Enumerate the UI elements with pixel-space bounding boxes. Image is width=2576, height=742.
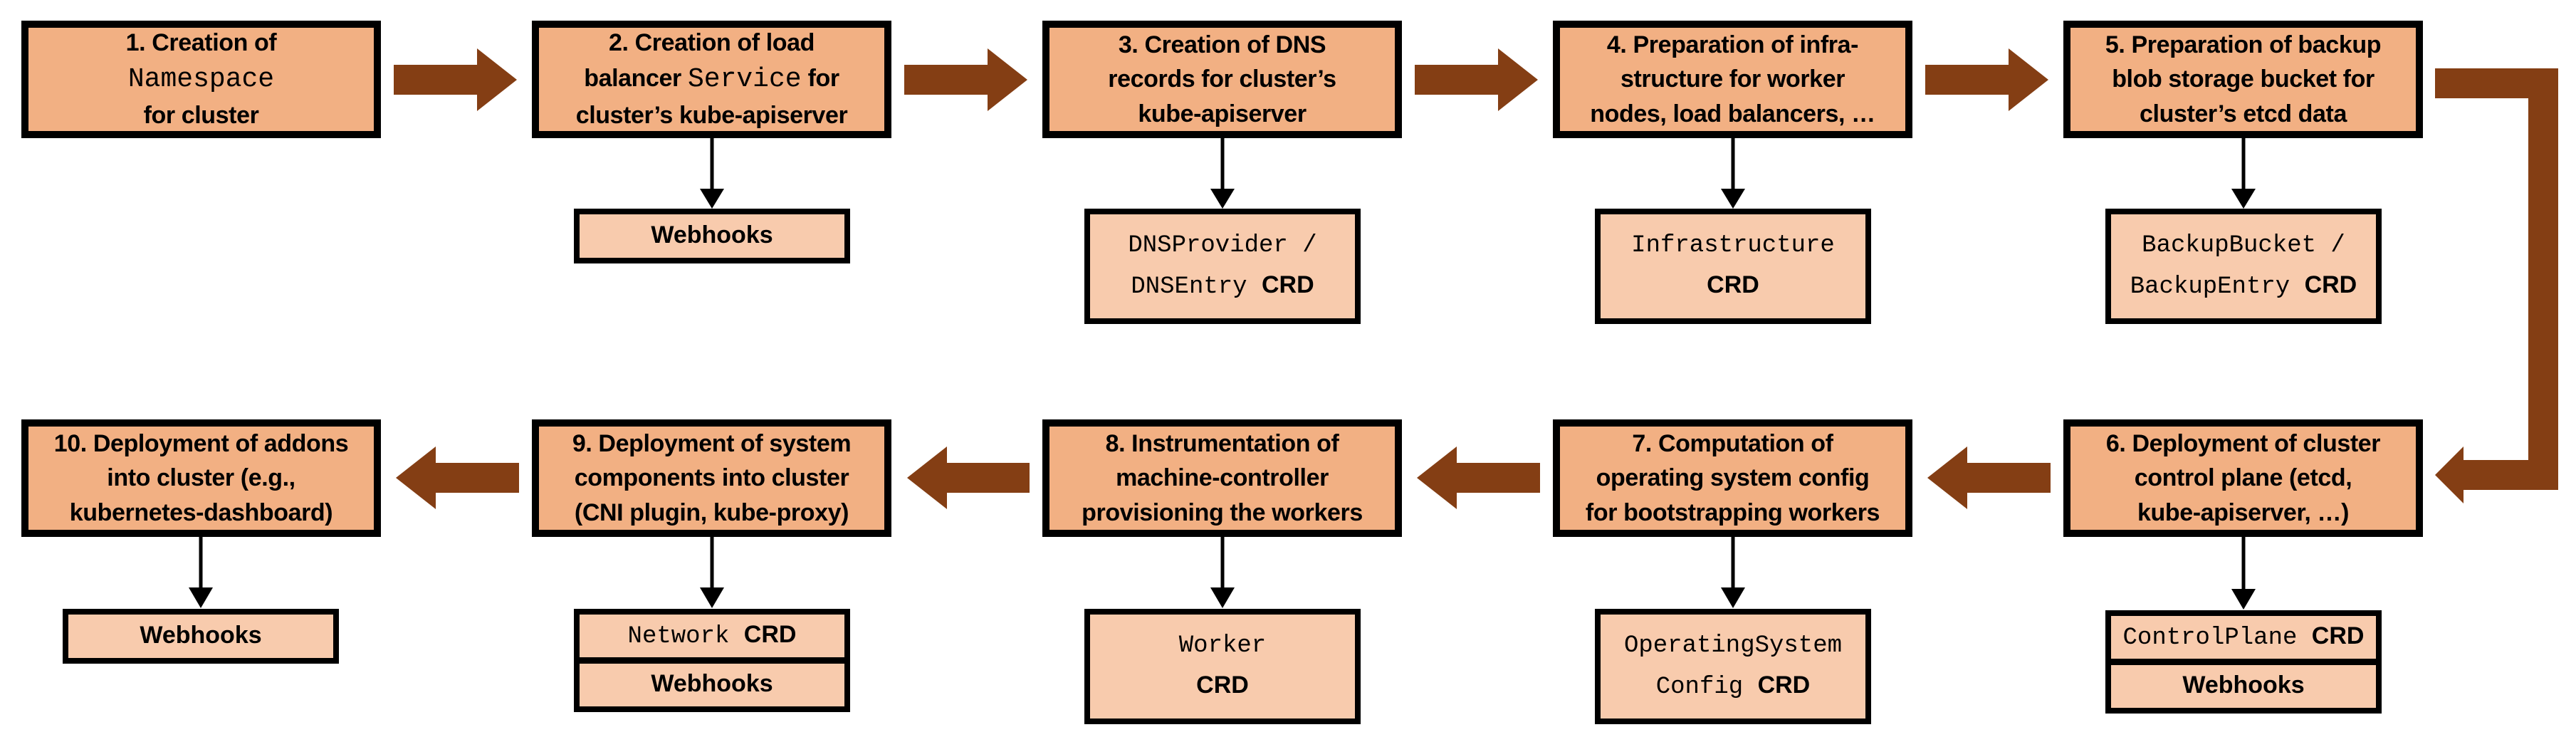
crd-suffix-text: CRD — [2311, 622, 2365, 650]
step-6-box: 6. Deployment of cluster control plane (… — [2063, 419, 2423, 537]
webhooks-text: Webhooks — [651, 670, 773, 698]
flow-arrow-5-6-elbow — [2435, 68, 2558, 490]
title-text: 8. Instrumentation of machine-controller… — [1082, 430, 1363, 526]
flow-arrow-9-10 — [396, 446, 519, 509]
title-text: 7. Computation of operating system confi… — [1585, 430, 1880, 526]
step-9-box: 9. Deployment of system components into … — [532, 419, 891, 537]
step-10-webhooks-box: Webhooks — [63, 609, 339, 664]
crd-code-text: Infrastructure — [1631, 232, 1835, 260]
flow-arrow-6-7 — [1927, 446, 2051, 509]
flow-arrow-5-6-head — [2435, 446, 2464, 503]
step-2-webhooks-box: Webhooks — [574, 209, 850, 263]
step-10-title: 10. Deployment of addons into cluster (e… — [28, 427, 374, 530]
step-10-box: 10. Deployment of addons into cluster (e… — [21, 419, 381, 537]
step-9-crd-box: Network CRD — [574, 609, 850, 663]
step-2-title: 2. Creation of load balancer Service for… — [539, 26, 884, 132]
webhooks-text: Webhooks — [2182, 672, 2305, 699]
crd-label: Network CRD — [580, 620, 844, 652]
step-3-box: 3. Creation of DNS records for cluster’s… — [1042, 21, 1402, 138]
title-text: 1. Creation of — [125, 29, 277, 57]
title-text: 2. Creation of load balancer — [584, 29, 815, 92]
step-6-title: 6. Deployment of cluster control plane (… — [2070, 427, 2416, 530]
step-7-box: 7. Computation of operating system confi… — [1553, 419, 1912, 537]
crd-suffix-text: CRD — [1196, 671, 1249, 699]
crd-suffix-text: CRD — [1707, 271, 1759, 298]
flow-arrow-4-5 — [1925, 48, 2048, 111]
crd-code-text: Network — [627, 623, 744, 651]
crd-code-text: OperatingSystem Config — [1623, 632, 1843, 701]
title-text: for cluster — [143, 102, 259, 130]
crd-suffix-text: CRD — [1261, 271, 1314, 298]
step-1-title: 1. Creation of Namespace for cluster — [28, 26, 374, 132]
crd-code-text: BackupBucket / BackupEntry — [2130, 232, 2345, 301]
step-5-box: 5. Preparation of backup blob storage bu… — [2063, 21, 2423, 138]
title-text: 10. Deployment of addons into cluster (e… — [53, 430, 349, 526]
step-6-crd-box: ControlPlane CRD — [2105, 610, 2382, 664]
crd-label: BackupBucket / BackupEntry CRD — [2111, 226, 2376, 306]
step-4-crd-box: Infrastructure CRD — [1595, 209, 1871, 324]
crd-label: DNSProvider / DNSEntry CRD — [1090, 226, 1355, 306]
step-5-crd-box: BackupBucket / BackupEntry CRD — [2105, 209, 2382, 324]
step-8-box: 8. Instrumentation of machine-controller… — [1042, 419, 1402, 537]
step-1-box: 1. Creation of Namespace for cluster — [21, 21, 381, 138]
webhooks-text: Webhooks — [651, 221, 773, 249]
crd-connector-arrows — [189, 138, 2256, 610]
title-text: 9. Deployment of system components into … — [572, 430, 852, 526]
step-7-title: 7. Computation of operating system confi… — [1560, 427, 1905, 530]
flow-arrow-7-8 — [1417, 446, 1540, 509]
step-6-sub-stack: ControlPlane CRD Webhooks — [2105, 610, 2382, 714]
title-text: 3. Creation of DNS records for cluster’s… — [1108, 31, 1336, 127]
webhooks-label: Webhooks — [68, 621, 333, 652]
crd-label: ControlPlane CRD — [2111, 622, 2376, 653]
step-7-crd-box: OperatingSystem Config CRD — [1595, 609, 1871, 724]
step-4-title: 4. Preparation of infra- structure for w… — [1560, 28, 1905, 131]
step-3-title: 3. Creation of DNS records for cluster’s… — [1049, 28, 1395, 131]
webhooks-label: Webhooks — [2111, 671, 2376, 702]
webhooks-label: Webhooks — [580, 221, 844, 252]
crd-suffix-text: CRD — [743, 621, 797, 649]
crd-suffix-text: CRD — [1757, 671, 1811, 699]
step-9-webhooks-box: Webhooks — [574, 658, 850, 712]
step-9-sub-stack: Network CRD Webhooks — [574, 609, 850, 712]
title-text: 5. Preparation of backup blob storage bu… — [2105, 31, 2382, 127]
step-5-title: 5. Preparation of backup blob storage bu… — [2070, 28, 2416, 131]
step-9-title: 9. Deployment of system components into … — [539, 427, 884, 530]
title-text: for cluster’s kube-apiserver — [575, 64, 848, 130]
crd-code-text: DNSProvider / DNSEntry — [1128, 232, 1317, 301]
step-4-box: 4. Preparation of infra- structure for w… — [1553, 21, 1912, 138]
step-8-title: 8. Instrumentation of machine-controller… — [1049, 427, 1395, 530]
title-code-text: Service — [687, 63, 802, 95]
title-text: 4. Preparation of infra- structure for w… — [1590, 31, 1875, 127]
step-8-crd-box: Worker CRD — [1084, 609, 1361, 724]
step-2-box: 2. Creation of load balancer Service for… — [532, 21, 891, 138]
crd-label: Worker CRD — [1090, 627, 1355, 706]
crd-label: Infrastructure CRD — [1601, 226, 1865, 306]
flow-arrow-2-3 — [904, 48, 1027, 111]
flow-arrow-1-2 — [394, 48, 517, 111]
title-code-text: Namespace — [127, 63, 275, 95]
title-text: 6. Deployment of cluster control plane (… — [2105, 430, 2381, 526]
step-3-crd-box: DNSProvider / DNSEntry CRD — [1084, 209, 1361, 324]
webhooks-text: Webhooks — [140, 621, 262, 649]
crd-code-text: ControlPlane — [2122, 625, 2312, 652]
step-6-webhooks-box: Webhooks — [2105, 659, 2382, 714]
flow-arrow-8-9 — [907, 446, 1030, 509]
crd-suffix-text: CRD — [2304, 271, 2357, 298]
crd-code-text: Worker — [1178, 632, 1267, 660]
crd-label: OperatingSystem Config CRD — [1601, 627, 1865, 706]
flow-arrow-3-4 — [1415, 48, 1538, 111]
webhooks-label: Webhooks — [580, 669, 844, 701]
